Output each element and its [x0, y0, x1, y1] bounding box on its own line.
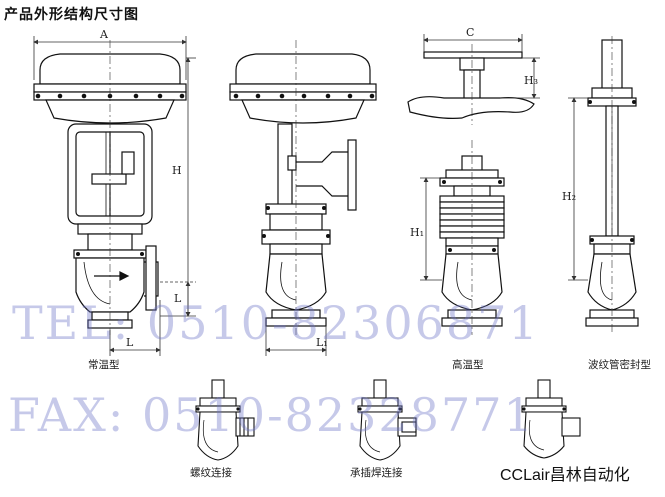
standard-dimensions [33, 36, 196, 356]
dim-l1: L₁ [316, 336, 328, 349]
standard-valve [33, 40, 187, 335]
dim-c: C [466, 26, 474, 39]
page-title: 产品外形结构尺寸图 [4, 7, 139, 23]
brand-label: CCLair昌林自动化 [500, 467, 630, 484]
socket-weld-valve [357, 379, 417, 461]
dim-l: L [126, 336, 134, 349]
bellows-valve [585, 36, 639, 335]
watermark-fax: FAX: 0510-82328771 [8, 388, 535, 442]
caption-bellows: 波纹管密封型 [588, 358, 651, 371]
dim-h2: H₂ [562, 190, 576, 203]
dim-l-vert: L [174, 292, 182, 305]
caption-standard: 常温型 [88, 358, 120, 371]
high-temp-valve [439, 140, 505, 335]
bellows-dimensions [568, 97, 588, 281]
caption-socket-weld: 承插焊连接 [350, 466, 403, 479]
threaded-valve [195, 379, 255, 461]
high-temp-dimensions [420, 177, 442, 281]
dim-h: H [172, 164, 182, 177]
dim-a: A [99, 28, 109, 41]
watermark-tel: TEL: 0510-82306871 [12, 296, 540, 350]
standard-valve-side [229, 40, 377, 335]
caption-threaded: 螺纹连接 [190, 466, 232, 479]
caption-high-temp: 高温型 [452, 358, 484, 371]
dim-h3: H₃ [524, 74, 538, 87]
side-dimensions [265, 326, 327, 356]
handwheel-dimensions [423, 34, 540, 99]
small-valve-right [521, 379, 581, 459]
dim-h1: H₁ [410, 226, 424, 239]
handwheel-detail [407, 44, 535, 125]
